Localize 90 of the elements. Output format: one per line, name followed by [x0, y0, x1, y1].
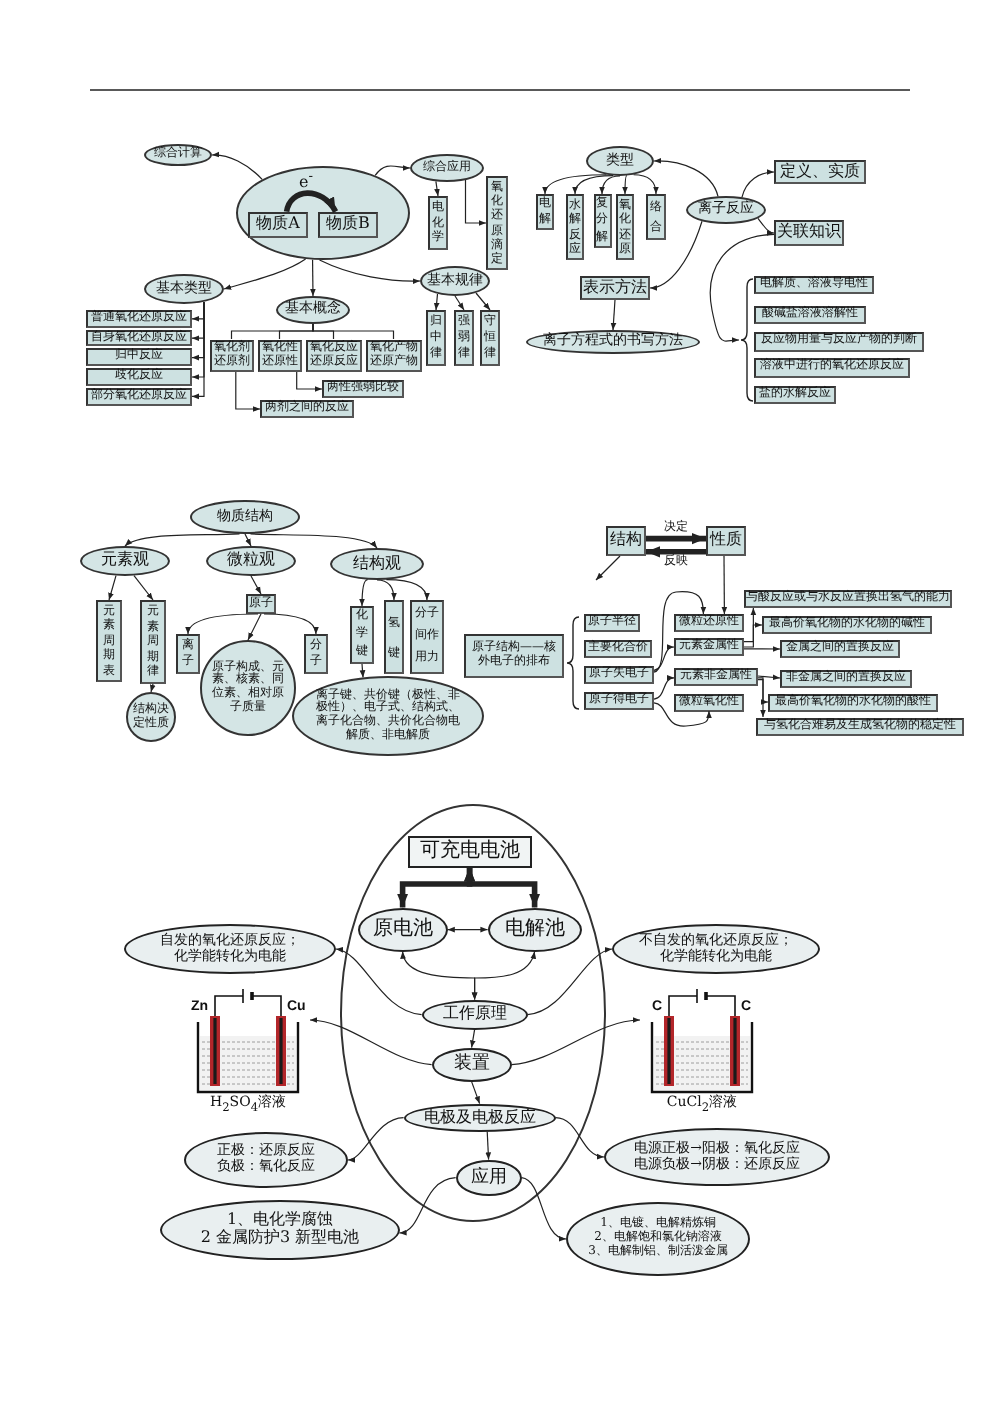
arrow	[572, 175, 614, 195]
arrow	[244, 533, 252, 547]
arrow	[475, 292, 491, 311]
central-ellipse	[236, 166, 410, 260]
arrow	[309, 1017, 433, 1066]
arrow	[653, 591, 707, 673]
arrow	[649, 220, 703, 291]
topic-ellipse: 应用	[456, 1160, 522, 1196]
arrow	[610, 299, 617, 331]
text-box: 性质	[706, 526, 746, 556]
text-box: 定义、实质	[774, 160, 866, 184]
arrow	[527, 948, 613, 1016]
text-box: 关联知识	[774, 220, 844, 246]
arrow	[555, 1117, 605, 1159]
arrow	[133, 575, 154, 601]
topic-ellipse: 电解池	[488, 908, 582, 952]
arrow	[485, 1130, 492, 1161]
connector-line	[312, 323, 395, 340]
arrow	[622, 175, 628, 195]
text-box: 物质B	[318, 212, 378, 238]
arrow	[653, 702, 712, 727]
text-box: 表示方法	[580, 276, 650, 300]
arrow	[249, 533, 378, 549]
arrow	[743, 646, 781, 652]
topic-ellipse: 装置	[432, 1048, 512, 1082]
edge-label: e$^{-}$	[299, 169, 313, 191]
arrow	[454, 295, 465, 311]
arrow	[263, 613, 319, 635]
arrow	[599, 175, 621, 195]
arrow	[757, 217, 775, 236]
arrow	[653, 158, 719, 197]
arrow	[398, 1177, 457, 1235]
arrow	[434, 180, 440, 197]
arrow	[247, 613, 262, 641]
arrow	[633, 174, 659, 195]
arrow	[646, 546, 706, 558]
topic-ellipse: 原电池	[358, 908, 448, 952]
arrow	[464, 179, 487, 226]
arrow	[250, 575, 262, 595]
arrow	[318, 259, 421, 284]
arrow	[469, 1029, 476, 1049]
double-arrow	[464, 867, 541, 908]
arrow	[374, 164, 411, 176]
title-box: 可充电电池	[408, 836, 532, 868]
arrow	[310, 259, 316, 297]
arrow	[124, 533, 241, 547]
arrow	[235, 371, 261, 412]
arrow	[296, 371, 323, 392]
arrow	[543, 174, 607, 195]
arrow	[108, 575, 117, 601]
double-arrow	[447, 926, 489, 933]
arrow	[359, 579, 369, 607]
arrow	[743, 607, 757, 643]
arrow	[186, 613, 259, 635]
text-line: 1、电化学腐蚀	[226, 1212, 334, 1229]
arrow	[471, 1081, 481, 1105]
arrow	[757, 679, 766, 718]
arrow	[653, 676, 675, 700]
arrow	[757, 677, 769, 705]
outline-ellipse	[340, 804, 606, 1222]
topic-ellipse: 元素观	[80, 546, 170, 576]
arrow	[511, 1017, 641, 1066]
arrow	[721, 555, 728, 615]
arrow	[709, 233, 775, 344]
arrow	[433, 293, 440, 311]
topic-ellipse: 结构观	[330, 548, 424, 580]
topic-ellipse: 工作原理	[422, 1000, 528, 1030]
arrow	[743, 622, 763, 648]
double-arrow	[471, 951, 536, 1001]
arrow	[385, 579, 430, 601]
arrow	[223, 258, 307, 290]
arrow	[376, 579, 397, 601]
text-box: 结构	[606, 526, 646, 556]
arrow	[741, 169, 775, 198]
arrow	[757, 674, 781, 681]
text-line: 2 金属防护3 新型电池	[200, 1230, 360, 1248]
arrow	[646, 533, 706, 545]
arrow	[191, 301, 205, 400]
text-box: 物质A	[248, 212, 308, 238]
topic-ellipse: 微粒观	[206, 546, 296, 576]
arrow	[347, 1117, 405, 1162]
topic-ellipse: 电极及电极反应	[404, 1104, 556, 1132]
arrow	[283, 190, 338, 214]
arrow	[653, 645, 675, 671]
arrow	[521, 1177, 567, 1241]
arrow	[335, 948, 423, 1016]
arrow	[359, 663, 366, 678]
arrow	[211, 152, 263, 181]
arrow	[149, 683, 156, 693]
arrow	[595, 555, 621, 581]
